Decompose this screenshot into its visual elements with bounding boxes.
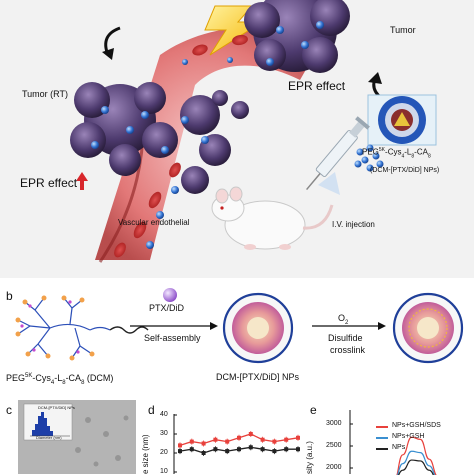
- d-data-point: [213, 447, 218, 452]
- syringe-icon: [306, 116, 370, 191]
- dcm-molecule-icon: [17, 297, 111, 359]
- e-legend-label: NPs: [392, 444, 406, 451]
- e-tick-label: 3000: [326, 420, 342, 427]
- tem-image: DCM-[PTX/DiD] NPs Diameter (nm): [18, 400, 136, 474]
- micelle-icon: [222, 292, 294, 364]
- reagent-o2: O2: [338, 313, 349, 326]
- label-tumor-top: Tumor: [390, 25, 416, 35]
- e-legend-swatch: [376, 437, 388, 439]
- arrow-right-icon: [378, 322, 386, 330]
- d-data-point: [178, 443, 182, 448]
- arrow-right-icon: [210, 322, 218, 330]
- panel-b-illustration: [15, 288, 464, 364]
- d-tick-label: 10: [160, 468, 168, 475]
- nanoparticles: [91, 21, 324, 249]
- panel-d-letter: d: [148, 403, 155, 417]
- label-np-name: PEG5K-Cys4-L8-CA8: [362, 147, 431, 160]
- d-tick-label: 40: [160, 411, 168, 418]
- e-tick-label: 2000: [326, 464, 342, 471]
- e-legend-swatch: [376, 426, 388, 428]
- panel-a-schematic: Tumor Tumor (RT) EPR effect EPR effect P…: [0, 0, 474, 278]
- histogram-bars: [32, 412, 53, 436]
- label-np-formulation: (DCM-[PTX/DiD] NPs): [370, 167, 440, 174]
- panel-d-chart: [173, 414, 300, 474]
- crosslinked-micelle-icon: [392, 292, 464, 364]
- panel-b-letter: b: [6, 289, 13, 303]
- label-epr-effect-right: EPR effect: [288, 79, 346, 93]
- d-data-point: [284, 437, 289, 442]
- dcm-label: PEG5K-Cys4-L8-CA8 (DCM): [6, 373, 114, 386]
- up-arrow-icon: [76, 172, 88, 190]
- d-tick-label: 30: [160, 430, 168, 437]
- step-crosslink: crosslink: [330, 345, 366, 355]
- red-blood-cells: [114, 34, 248, 258]
- d-data-point: [225, 449, 230, 454]
- inset-legend: DCM-[PTX/DiD] NPs: [38, 405, 75, 410]
- d-data-point: [284, 447, 289, 452]
- d-data-point: [201, 441, 206, 446]
- panel-e-letter: e: [310, 403, 317, 417]
- d-data-point: [272, 439, 277, 444]
- d-data-point: [248, 445, 253, 450]
- d-data-point: [260, 447, 265, 452]
- d-data-point: [296, 435, 300, 440]
- e-legend-swatch: [376, 448, 388, 450]
- reagent-ptx-did: PTX/DiD: [149, 303, 185, 313]
- nanoparticle-diagram-icon: [378, 96, 426, 144]
- d-data-point: [178, 449, 182, 454]
- d-data-point: [237, 447, 241, 452]
- e-series-line: [397, 450, 436, 475]
- panel-a-illustration: [70, 0, 437, 263]
- d-data-point: [225, 439, 230, 444]
- d-data-point: [296, 447, 300, 452]
- e-tick-label: 2500: [326, 442, 342, 449]
- e-legend-label: NPs+GSH/SDS: [392, 422, 441, 429]
- tumor-rt-cluster: [70, 82, 249, 194]
- d-data-point: [248, 432, 253, 436]
- step-disulfide: Disulfide: [328, 333, 363, 343]
- d-data-point: [260, 437, 265, 442]
- e-legend-label: NPs+GSH: [392, 433, 425, 440]
- np-label: DCM-[PTX/DiD] NPs: [216, 372, 299, 382]
- d-data-point: [189, 447, 194, 452]
- ptx-did-icon: [163, 288, 177, 302]
- e-series-line: [398, 459, 434, 475]
- label-iv-injection: I.V. injection: [332, 220, 375, 229]
- label-epr-effect-left: EPR effect: [20, 176, 78, 190]
- step-self-assembly: Self-assembly: [144, 333, 201, 343]
- d-data-point: [237, 435, 241, 440]
- inset-xlabel: Diameter (nm): [36, 435, 62, 440]
- e-series-line: [396, 436, 437, 475]
- d-tick-label: 20: [160, 449, 168, 456]
- d-data-point: [213, 437, 218, 442]
- panel-e-ylabel: sity (a.u.): [305, 441, 314, 474]
- panel-d-ylabel: e size (nm): [141, 434, 150, 474]
- tumor-top-cluster: [244, 0, 350, 73]
- panel-e-chart: [349, 410, 437, 475]
- label-tumor-rt: Tumor (RT): [22, 89, 68, 99]
- nanoparticle-cluster: [354, 144, 384, 172]
- mouse-icon: [211, 186, 334, 250]
- label-vascular-endothelial: Vascular endothelial: [118, 218, 190, 227]
- d-data-point: [189, 439, 194, 444]
- d-data-point: [272, 449, 277, 454]
- d-data-point: [201, 451, 206, 455]
- panel-c-letter: c: [6, 403, 12, 417]
